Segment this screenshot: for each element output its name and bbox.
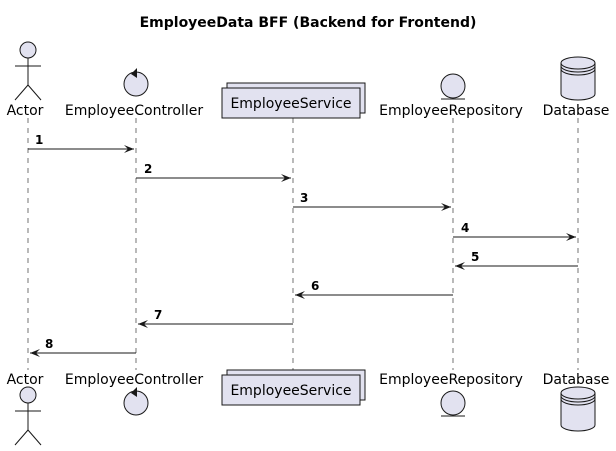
message-label-4: 4 (461, 221, 469, 235)
database-top: Database (543, 56, 610, 119)
message-7: 7 (138, 308, 293, 328)
participant-label-actor-bottom: Actor (7, 372, 44, 388)
participant-label-repository-bottom: EmployeeRepository (379, 372, 523, 388)
entity-icon (440, 390, 466, 417)
service-top: EmployeeService (221, 82, 366, 119)
actor-top: Actor (7, 41, 44, 119)
database-icon (560, 56, 596, 101)
lifelines (27, 118, 579, 370)
participant-label-database: Database (543, 103, 610, 119)
database-icon (560, 386, 596, 432)
message-6: 6 (295, 279, 453, 299)
message-3: 3 (293, 191, 451, 211)
control-icon (123, 387, 149, 416)
actor-bottom: Actor (7, 372, 44, 446)
control-icon (123, 68, 149, 97)
repository-bottom: EmployeeRepository (379, 372, 523, 417)
participant-label-service: EmployeeService (230, 96, 351, 112)
diagram-title: EmployeeData BFF (Backend for Frontend) (140, 15, 477, 31)
database-bottom: Database (543, 372, 610, 432)
collections-icon (221, 82, 366, 119)
controller-top: EmployeeController (65, 68, 203, 119)
message-label-3: 3 (300, 191, 308, 205)
messages: 1 2 3 4 5 6 (28, 133, 578, 357)
message-label-8: 8 (45, 337, 53, 351)
participant-label-controller-bottom: EmployeeController (65, 372, 203, 388)
service-bottom: EmployeeService (221, 369, 366, 406)
participant-label-repository: EmployeeRepository (379, 103, 523, 119)
participants-top: Actor EmployeeController EmployeeService (7, 41, 610, 119)
participant-label-service-bottom: EmployeeService (230, 383, 351, 399)
participant-label-actor: Actor (7, 103, 44, 119)
actor-icon (14, 386, 42, 446)
message-label-1: 1 (35, 133, 43, 147)
message-label-2: 2 (144, 162, 152, 176)
message-label-5: 5 (471, 250, 479, 264)
entity-icon (440, 73, 466, 100)
message-5: 5 (455, 250, 578, 270)
participant-label-controller: EmployeeController (65, 103, 203, 119)
participant-label-database-bottom: Database (543, 372, 610, 388)
message-8: 8 (30, 337, 136, 357)
message-2: 2 (136, 162, 291, 182)
repository-top: EmployeeRepository (379, 73, 523, 119)
collections-icon (221, 369, 366, 406)
message-label-7: 7 (154, 308, 162, 322)
message-4: 4 (453, 221, 576, 241)
actor-icon (14, 41, 42, 101)
message-1: 1 (28, 133, 134, 153)
message-label-6: 6 (311, 279, 319, 293)
controller-bottom: EmployeeController (65, 372, 203, 416)
participants-bottom: Actor EmployeeController EmployeeSe (7, 369, 610, 446)
